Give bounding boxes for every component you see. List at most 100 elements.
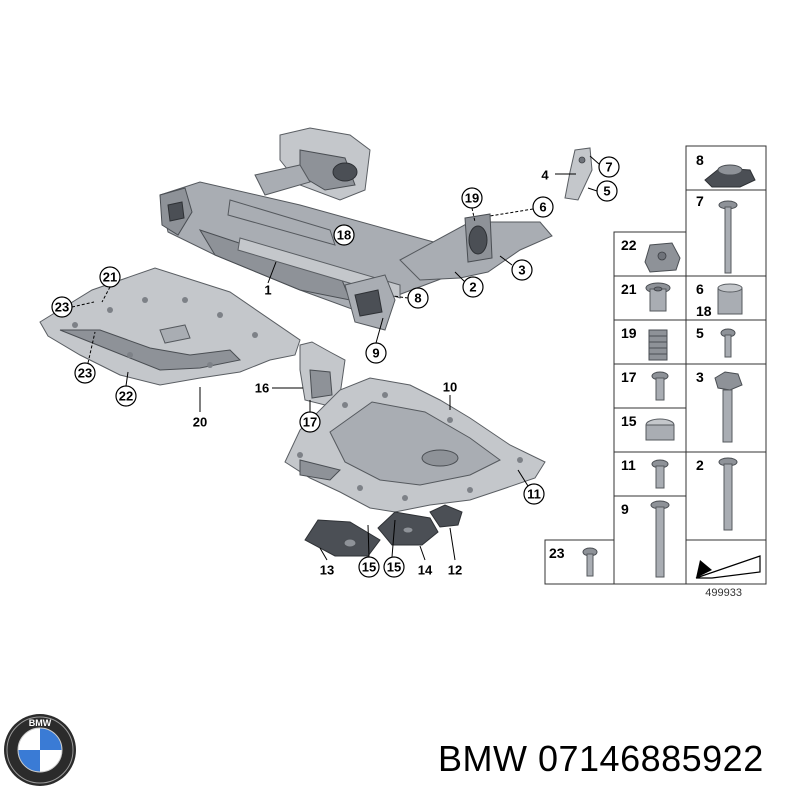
- callout-number-9: 9: [372, 346, 379, 361]
- callout-number-17: 17: [303, 415, 317, 430]
- callout-leader: [471, 207, 476, 223]
- callout-circle: [596, 180, 618, 202]
- callout-leader: [489, 208, 534, 217]
- grid-number-3: 3: [696, 369, 704, 385]
- grid-number-5: 5: [696, 325, 704, 341]
- part-number-caption: BMW 07146885922: [438, 738, 764, 779]
- long-bolt-7-icon: [718, 200, 738, 274]
- large-bolt-3-icon: [714, 371, 743, 443]
- callout-number-18: 18: [337, 228, 351, 243]
- grid-number-8: 8: [696, 152, 704, 168]
- grid-number-2: 2: [696, 457, 704, 473]
- callout-circle: [461, 187, 483, 209]
- callout-leader: [587, 187, 598, 192]
- front-subframe: [159, 127, 593, 331]
- grid-number-9: 9: [621, 501, 629, 517]
- callout-leader: [375, 317, 384, 344]
- grid-number-18: 18: [696, 303, 712, 319]
- callout-leader: [517, 469, 529, 487]
- callout-circle: [532, 196, 554, 218]
- grid-part-numbers: 8 7 22 21 6 18 19 5 17 3 15 11 2 9 23: [549, 152, 712, 561]
- callout-circle: [462, 276, 484, 298]
- callout-number-21: 21: [103, 270, 117, 285]
- callout-number-7: 7: [605, 160, 612, 175]
- callout-number-14: 14: [418, 563, 433, 578]
- callout-number-19: 19: [465, 191, 479, 206]
- cover-13: [304, 519, 381, 557]
- callout-leader: [101, 286, 111, 303]
- grid-number-21: 21: [621, 281, 637, 297]
- clip-nut-icon: [644, 242, 681, 273]
- callout-leader: [267, 261, 277, 284]
- callout-number-11: 11: [527, 487, 541, 502]
- callout-circle: [333, 224, 355, 246]
- grid-number-11: 11: [621, 457, 636, 473]
- callout-circle: [383, 556, 405, 578]
- logo-lettering: BMW: [29, 718, 52, 728]
- callout-leader: [367, 524, 370, 558]
- callout-number-15: 15: [362, 560, 376, 575]
- callout-number-10: 10: [443, 380, 457, 395]
- long-bolt-2-icon: [718, 457, 738, 531]
- callout-number-4: 4: [541, 168, 549, 183]
- callout-number-23: 23: [55, 300, 69, 315]
- callout-number-12: 12: [448, 563, 462, 578]
- callout-leader: [87, 331, 96, 364]
- callout-number-15: 15: [387, 560, 401, 575]
- grid-number-6: 6: [696, 281, 704, 297]
- callout-leader: [319, 547, 328, 561]
- grid-number-19: 19: [621, 325, 637, 341]
- grid-number-7: 7: [696, 193, 704, 209]
- rubber-mount-icon: [704, 164, 756, 188]
- callout-circle: [523, 483, 545, 505]
- long-bolt-9-icon: [650, 500, 670, 578]
- callout-leader: [419, 545, 426, 561]
- callout-circle: [115, 385, 137, 407]
- callout-leader: [392, 295, 409, 299]
- bushing-sleeve-icon: [717, 283, 743, 315]
- callout-circle: [511, 259, 533, 281]
- callout-number-2: 2: [469, 280, 476, 295]
- callout-leader: [589, 155, 600, 165]
- callout-circle: [407, 287, 429, 309]
- callout-leader: [391, 519, 396, 558]
- diagram-reference-number: 499933: [705, 587, 742, 599]
- callout-circle: [99, 266, 121, 288]
- callout-circle: [365, 342, 387, 364]
- plug-icon: [645, 418, 675, 441]
- bmw-logo: BMW: [4, 714, 76, 786]
- callout-number-6: 6: [539, 200, 546, 215]
- callout-number-23: 23: [78, 366, 92, 381]
- callout-number-5: 5: [603, 184, 610, 199]
- cover-14: [377, 511, 439, 546]
- callout-leader: [449, 527, 456, 561]
- callout-number-3: 3: [518, 263, 525, 278]
- callout-circle: [74, 362, 96, 384]
- grid-number-15: 15: [621, 413, 637, 429]
- flange-bolt-11-icon: [651, 459, 669, 489]
- grid-number-23: 23: [549, 545, 565, 561]
- callout-leader: [499, 255, 513, 266]
- parts-grid: 8 7 22 21 6 18 19 5 17 3 15 11 2 9 23: [544, 145, 767, 585]
- callout-number-1: 1: [264, 283, 271, 298]
- callout-number-20: 20: [193, 415, 207, 430]
- callout-circle: [299, 411, 321, 433]
- cover-12: [429, 504, 463, 528]
- callout-circle: [358, 556, 380, 578]
- callout-leader: [71, 301, 95, 308]
- callout-circle: [51, 296, 73, 318]
- callout-circle: [598, 156, 620, 178]
- callout-number-13: 13: [320, 563, 334, 578]
- grid-number-22: 22: [621, 237, 637, 253]
- callout-number-22: 22: [119, 389, 133, 404]
- spring-bushing-icon: [648, 329, 668, 361]
- arrow-icon: [695, 555, 761, 579]
- small-bolt-23-icon: [582, 547, 598, 577]
- flange-bolt-17-icon: [651, 371, 669, 401]
- callout-number-8: 8: [414, 291, 421, 306]
- grid-number-17: 17: [621, 369, 637, 385]
- main-underbody-shield: [284, 377, 546, 513]
- spacer-sleeve-icon: [645, 282, 671, 312]
- callout-leader: [125, 371, 129, 387]
